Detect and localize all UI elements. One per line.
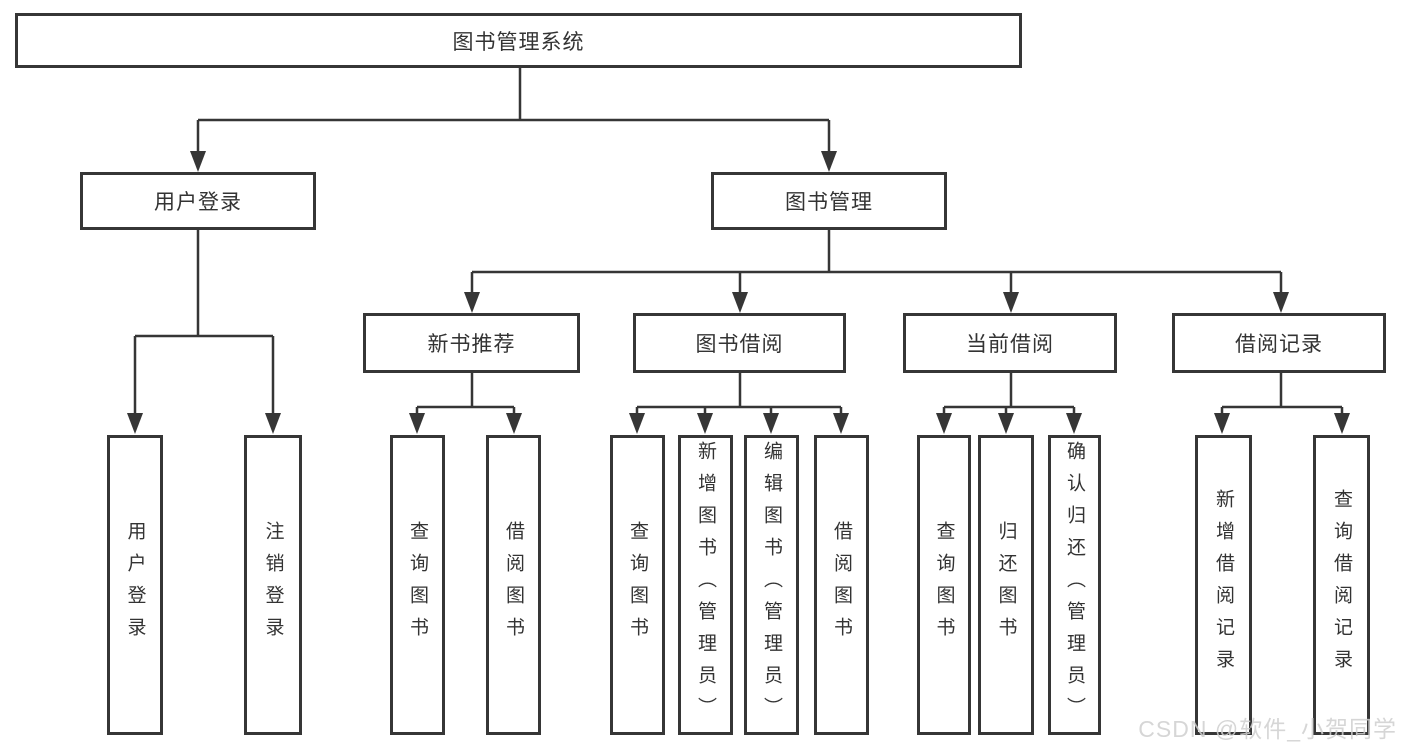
csdn-watermark: CSDN @软件_小贺同学 bbox=[1138, 716, 1397, 742]
leaf-nbr-borrow-books: 借阅图书 bbox=[486, 435, 541, 735]
arrow-down-icon bbox=[265, 413, 281, 434]
leaf-cb-confirm-return-admin-label: 确认归还（管理员） bbox=[1064, 441, 1085, 729]
arrow-down-icon bbox=[629, 413, 645, 434]
leaf-bb-edit-books-admin-label: 编辑图书（管理员） bbox=[761, 441, 782, 729]
node-borrow-records: 借阅记录 bbox=[1172, 313, 1386, 373]
node-borrow-records-label: 借阅记录 bbox=[1235, 333, 1323, 356]
leaf-bb-edit-books-admin: 编辑图书（管理员） bbox=[744, 435, 799, 735]
node-book-mgmt: 图书管理 bbox=[711, 172, 947, 230]
connectors-borrow-records bbox=[1214, 373, 1350, 434]
arrow-down-icon bbox=[1273, 292, 1289, 313]
arrow-down-icon bbox=[936, 413, 952, 434]
node-new-book-rec-label: 新书推荐 bbox=[427, 333, 516, 356]
arrow-down-icon bbox=[1066, 413, 1082, 434]
leaf-bb-add-books-admin: 新增图书（管理员） bbox=[678, 435, 733, 735]
arrow-down-icon bbox=[127, 413, 143, 434]
leaf-nbr-query-books: 查询图书 bbox=[390, 435, 445, 735]
node-user-login: 用户登录 bbox=[80, 172, 316, 230]
connectors-user-login bbox=[127, 230, 281, 434]
leaf-bb-add-books-admin-label: 新增图书（管理员） bbox=[695, 441, 716, 729]
node-root: 图书管理系统 bbox=[15, 13, 1022, 68]
leaf-cb-return-books-label: 归还图书 bbox=[995, 521, 1017, 649]
leaf-bb-borrow-books: 借阅图书 bbox=[814, 435, 869, 735]
leaf-br-query-record-label: 查询借阅记录 bbox=[1331, 489, 1352, 681]
node-current-borrow: 当前借阅 bbox=[903, 313, 1117, 373]
arrow-down-icon bbox=[1003, 292, 1019, 313]
arrow-down-icon bbox=[833, 413, 849, 434]
arrow-down-icon bbox=[190, 151, 206, 172]
leaf-nbr-borrow-books-label: 借阅图书 bbox=[503, 521, 524, 649]
leaf-cb-return-books: 归还图书 bbox=[978, 435, 1034, 735]
arrow-down-icon bbox=[821, 151, 837, 172]
arrow-down-icon bbox=[732, 292, 748, 313]
arrow-down-icon bbox=[506, 413, 522, 434]
arrow-down-icon bbox=[1334, 413, 1350, 434]
leaf-user-login: 用户登录 bbox=[107, 435, 163, 735]
leaf-cb-query-books: 查询图书 bbox=[917, 435, 971, 735]
leaf-cb-confirm-return-admin: 确认归还（管理员） bbox=[1048, 435, 1101, 735]
leaf-br-add-record-label: 新增借阅记录 bbox=[1213, 489, 1234, 681]
node-new-book-rec: 新书推荐 bbox=[363, 313, 580, 373]
leaf-cb-query-books-label: 查询图书 bbox=[933, 521, 955, 649]
leaf-br-query-record: 查询借阅记录 bbox=[1313, 435, 1370, 735]
node-user-login-label: 用户登录 bbox=[154, 191, 242, 214]
connectors-book-mgmt bbox=[464, 230, 1289, 313]
arrow-down-icon bbox=[998, 413, 1014, 434]
leaf-br-add-record: 新增借阅记录 bbox=[1195, 435, 1252, 735]
node-root-label: 图书管理系统 bbox=[452, 30, 585, 54]
leaf-bb-query-books: 查询图书 bbox=[610, 435, 665, 735]
arrow-down-icon bbox=[1214, 413, 1230, 434]
node-book-mgmt-label: 图书管理 bbox=[785, 191, 873, 214]
leaf-bb-query-books-label: 查询图书 bbox=[627, 521, 648, 649]
arrow-down-icon bbox=[409, 413, 425, 434]
connectors-book-borrow bbox=[629, 373, 849, 434]
connectors-new-book-rec bbox=[409, 373, 522, 434]
connectors-current-borrow bbox=[936, 373, 1082, 434]
node-book-borrow: 图书借阅 bbox=[633, 313, 846, 373]
connectors-root bbox=[190, 68, 837, 172]
leaf-bb-borrow-books-label: 借阅图书 bbox=[831, 521, 852, 649]
node-book-borrow-label: 图书借阅 bbox=[695, 333, 784, 356]
node-current-borrow-label: 当前借阅 bbox=[966, 333, 1054, 356]
arrow-down-icon bbox=[763, 413, 779, 434]
arrow-down-icon bbox=[464, 292, 480, 313]
leaf-nbr-query-books-label: 查询图书 bbox=[407, 521, 428, 649]
leaf-logout: 注销登录 bbox=[244, 435, 302, 735]
leaf-user-login-label: 用户登录 bbox=[124, 521, 146, 649]
arrow-down-icon bbox=[697, 413, 713, 434]
leaf-logout-label: 注销登录 bbox=[262, 521, 284, 649]
